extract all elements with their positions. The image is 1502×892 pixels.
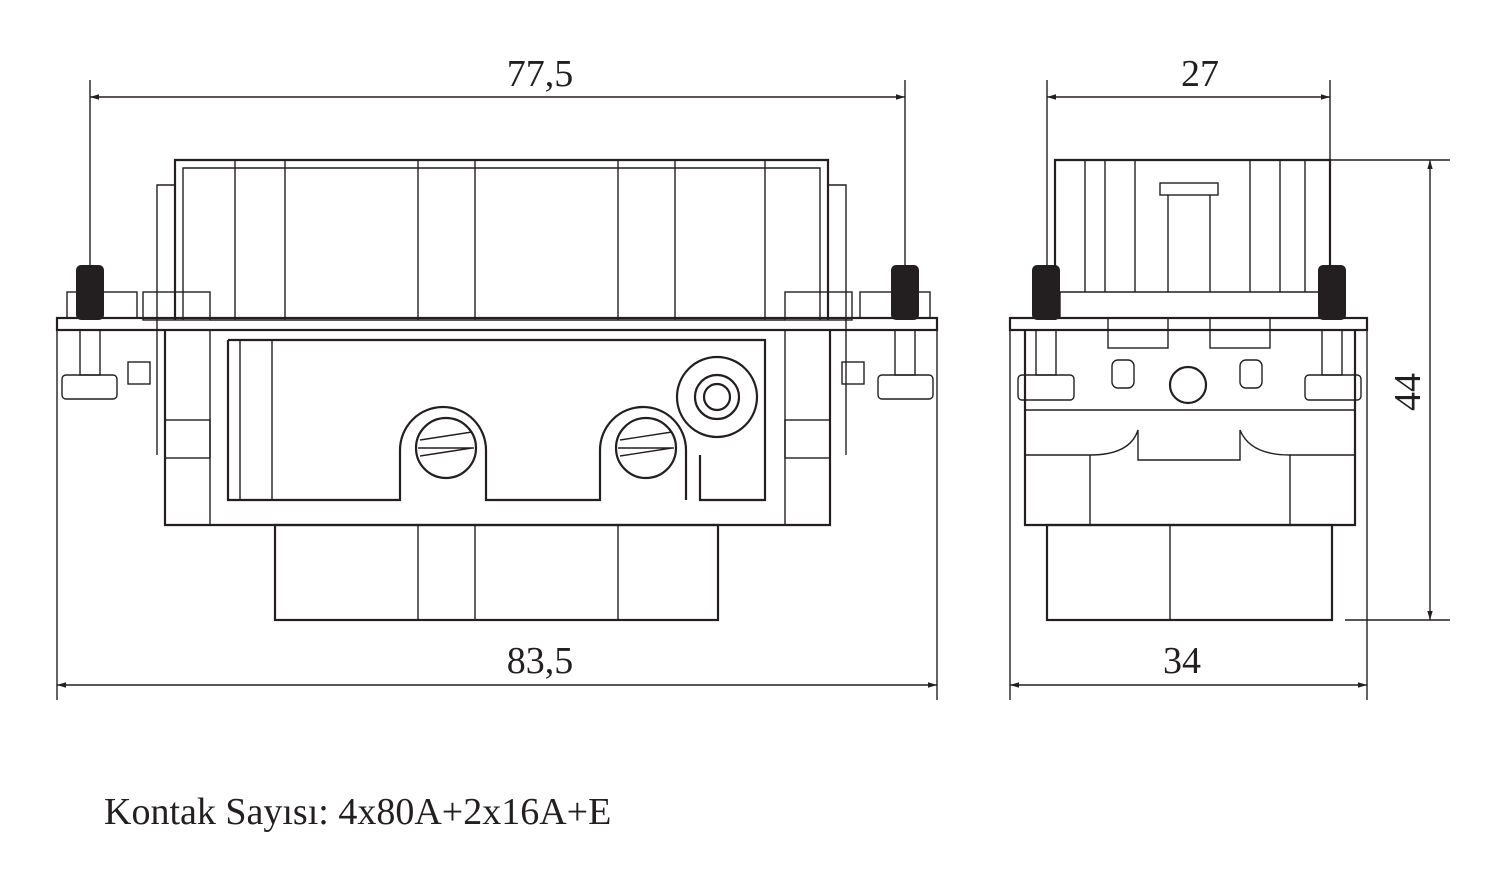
dim-side-top: 27 bbox=[1181, 53, 1219, 95]
contact-count-caption: Kontak Sayısı: 4x80A+2x16A+E bbox=[104, 791, 612, 833]
front-view bbox=[55, 158, 939, 622]
dim-front-bottom: 83,5 bbox=[507, 640, 574, 682]
dim-side-height: 44 bbox=[1387, 373, 1429, 411]
dimension-lines bbox=[56, 80, 1450, 700]
screw-left bbox=[61, 265, 151, 400]
screw-right bbox=[841, 265, 934, 400]
side-view bbox=[1008, 158, 1369, 622]
dim-front-top: 77,5 bbox=[507, 53, 574, 95]
dim-side-bottom: 34 bbox=[1163, 640, 1201, 682]
